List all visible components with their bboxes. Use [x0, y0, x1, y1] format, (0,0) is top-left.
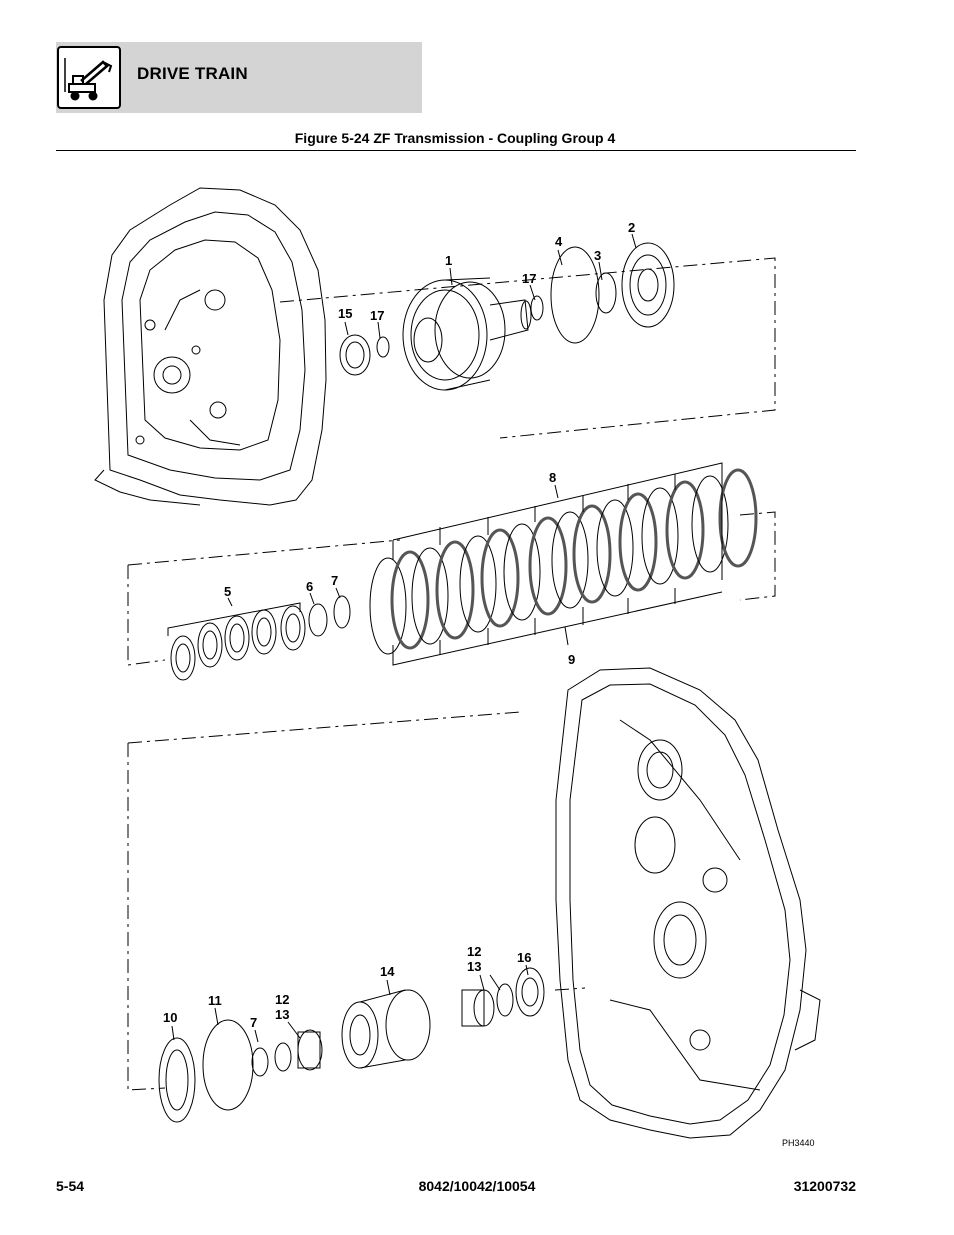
part-6-ring [308, 603, 328, 637]
callout-11: 11 [208, 993, 222, 1008]
part-8-9-clutch-disc-pack [369, 462, 758, 666]
part-17-snap-ring [376, 336, 390, 358]
part-10-disc [158, 1037, 196, 1123]
callout-8: 8 [549, 470, 556, 485]
part-12-13-needle-bearing-b [461, 989, 495, 1027]
callout-1: 1 [445, 253, 452, 268]
section-title: DRIVE TRAIN [137, 64, 248, 83]
callout-9: 9 [568, 652, 575, 667]
part-15-bearing [339, 334, 371, 376]
part-3-ring [595, 272, 617, 314]
page-number: 5-54 [56, 1178, 85, 1194]
part-16-bearing [515, 967, 545, 1017]
callout-6: 6 [306, 579, 313, 594]
callout-12a: 12 [275, 992, 289, 1007]
photo-id: PH3440 [782, 1138, 815, 1148]
callout-12b: 12 [467, 944, 481, 959]
part-12-13-needle-bearing [297, 1029, 323, 1071]
callout-17a: 17 [522, 271, 536, 286]
document-number: 31200732 [793, 1178, 856, 1194]
callout-13b: 13 [467, 959, 481, 974]
rear-housing-drawing [555, 667, 821, 1139]
part-1-coupling-drum [402, 277, 532, 391]
part-14-gear-shaft [341, 989, 431, 1069]
callout-4: 4 [555, 234, 563, 249]
callout-13a: 13 [275, 1007, 289, 1022]
model-numbers: 8042/10042/10054 [418, 1178, 536, 1194]
part-2-cover [621, 242, 675, 328]
callout-16: 16 [517, 950, 531, 965]
front-housing-drawing [94, 187, 327, 506]
callout-3: 3 [594, 248, 601, 263]
callout-10: 10 [163, 1010, 177, 1025]
part-17-snap-ring-b [530, 295, 544, 321]
figure-title: Figure 5-24 ZF Transmission - Coupling G… [294, 130, 616, 146]
header-divider [56, 150, 856, 151]
telehandler-logo-icon [57, 46, 121, 109]
part-11-ring [202, 1019, 254, 1111]
part-7-ring-b [251, 1047, 269, 1077]
callout-5: 5 [224, 584, 231, 599]
callout-14: 14 [380, 964, 395, 979]
callout-2: 2 [628, 220, 635, 235]
callout-15: 15 [338, 306, 352, 321]
part-4-disc [550, 246, 600, 344]
callout-7a: 7 [331, 573, 338, 588]
callout-17b: 17 [370, 308, 384, 323]
part-5-thrust-washers [167, 602, 306, 681]
callout-7b: 7 [250, 1015, 257, 1030]
part-7-ring [333, 595, 351, 629]
